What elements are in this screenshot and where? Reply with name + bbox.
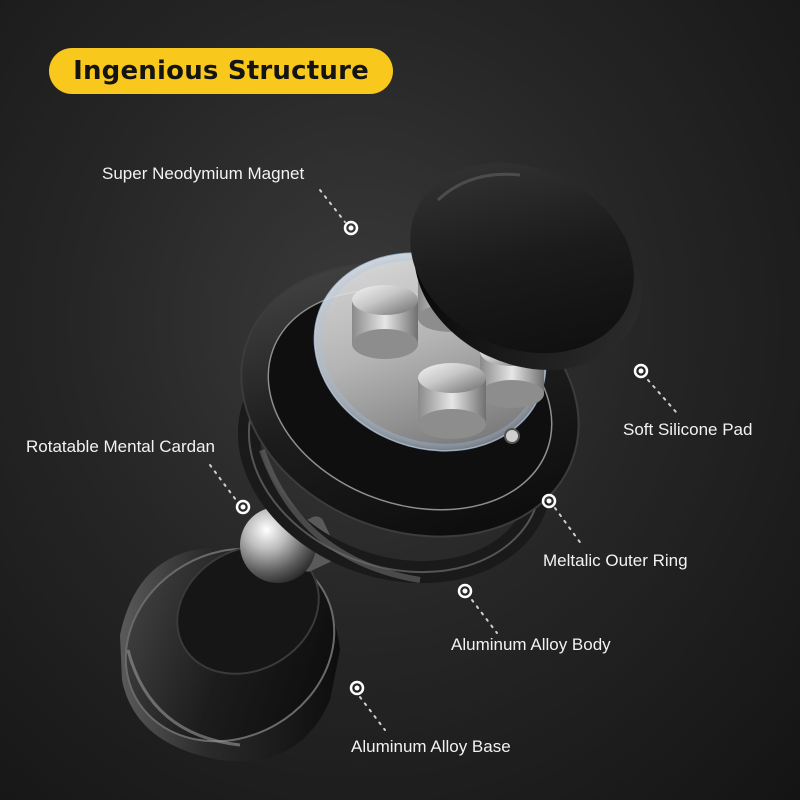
label-aluminum-alloy-body: Aluminum Alloy Body [451,635,611,654]
label-soft-silicone-pad: Soft Silicone Pad [623,420,753,439]
title-banner: Ingenious Structure [49,48,393,94]
page-title: Ingenious Structure [73,56,369,86]
label-metallic-outer-ring: Meltalic Outer Ring [543,551,688,570]
label-rotatable-cardan: Rotatable Mental Cardan [26,437,216,456]
leader-lines [209,189,677,731]
label-aluminum-alloy-base: Aluminum Alloy Base [351,737,511,756]
soft-silicone-pad-part [410,162,642,370]
marker-dots [235,220,649,696]
label-super-neodymium-magnet: Super Neodymium Magnet [102,164,305,183]
